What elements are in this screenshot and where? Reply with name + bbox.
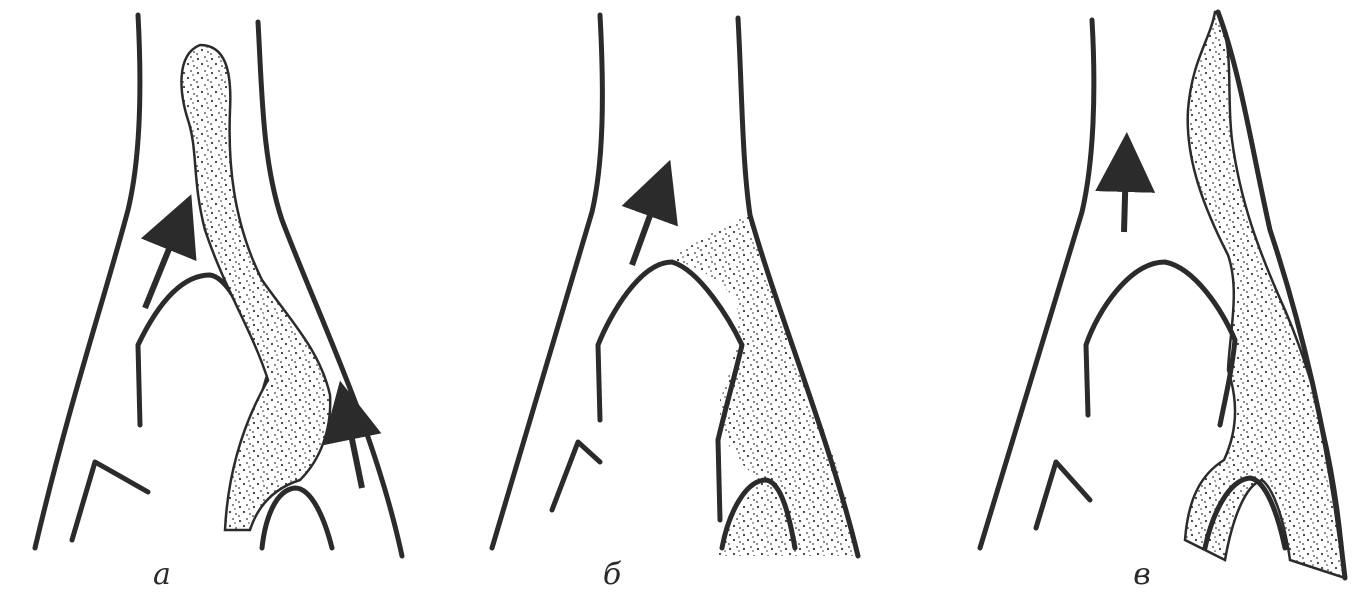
branch-wedge (1086, 262, 1235, 425)
vessel-left-wall (492, 15, 602, 548)
panel-label-a: а (142, 560, 182, 590)
small-branch (1036, 462, 1090, 528)
panel-b (492, 15, 858, 556)
arrow-up-icon (1124, 162, 1126, 232)
panel-c (980, 12, 1345, 578)
arrow-up-icon (632, 188, 660, 265)
vessel-left-wall (35, 15, 140, 548)
small-branch (72, 462, 148, 540)
branch-wedge (598, 262, 742, 520)
panel-a (35, 15, 402, 556)
arrow-up-icon (346, 410, 362, 488)
vessel-left-wall (980, 20, 1094, 548)
panel-label-b: б (592, 560, 632, 590)
small-branch (552, 442, 600, 510)
arrow-up-icon (145, 222, 180, 308)
inner-branch (262, 488, 332, 548)
panel-label-c: в (1122, 560, 1162, 590)
